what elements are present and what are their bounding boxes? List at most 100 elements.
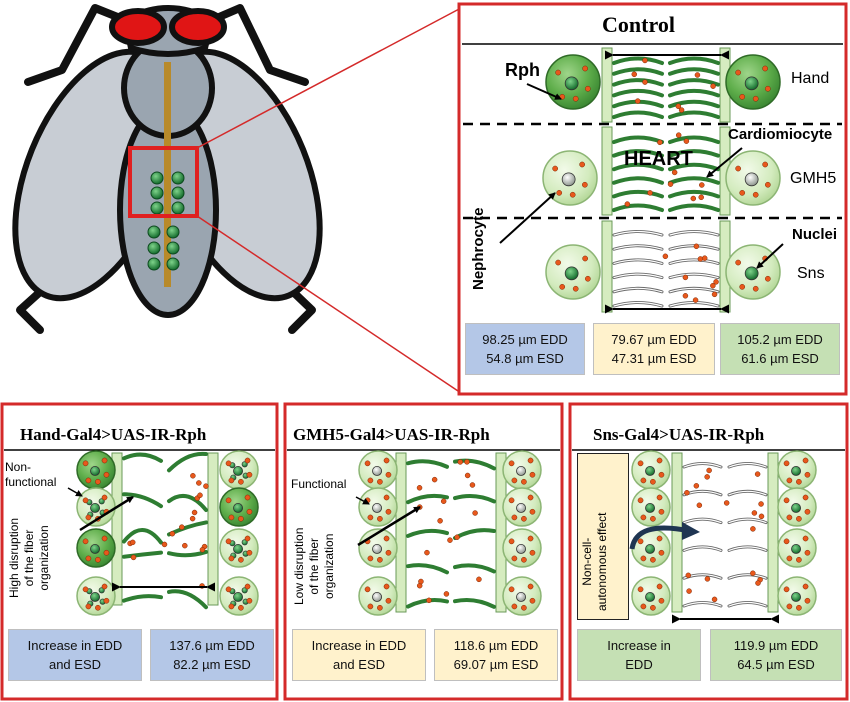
nucleus: [372, 591, 383, 602]
granule-dot: [244, 535, 251, 542]
nucleus: [233, 502, 244, 513]
muscle-fiber-highlight: [613, 230, 663, 236]
granule-dot: [569, 191, 576, 198]
sns-change-line1: Increase in: [607, 638, 671, 653]
granule-dot: [642, 79, 648, 85]
sns-effect-note: Non-cell- autonomous effect: [580, 512, 610, 611]
granule-dot: [225, 586, 232, 593]
muscle-fiber: [122, 492, 163, 509]
granule-dot: [472, 510, 478, 516]
sns-driver-label: Sns: [797, 265, 825, 282]
control-heart-tube: [600, 46, 731, 316]
granule-dot: [765, 275, 771, 282]
granule-dot: [383, 457, 390, 464]
muscle-fiber: [453, 563, 496, 574]
nephrocyte-label: Nephrocyte: [470, 207, 487, 290]
granule-dot: [752, 285, 759, 292]
granule-dot: [383, 583, 390, 590]
fly-heart-tube: [164, 62, 171, 287]
muscle-fiber-highlight: [613, 287, 663, 293]
control-nephrocytes: [542, 54, 781, 300]
sns-esd: 64.5 µm ESD: [737, 657, 815, 672]
granule-dot: [476, 576, 482, 583]
granule-dot: [723, 500, 730, 506]
granule-dot: [464, 459, 470, 465]
granule-dot: [658, 471, 665, 478]
granule-dot: [656, 583, 663, 590]
granule-dot: [656, 457, 663, 464]
granule-dot: [85, 477, 92, 484]
granule-dot: [735, 259, 742, 266]
granule-dot: [713, 279, 719, 285]
granule-dot: [377, 478, 383, 485]
granule-dot: [464, 472, 471, 479]
granule-dot: [671, 169, 678, 176]
muscle-fiber: [668, 135, 720, 144]
muscle-fiber: [668, 78, 720, 87]
granule-dot: [367, 514, 374, 521]
muscle-fiber: [612, 88, 664, 98]
granule-dot: [437, 518, 443, 524]
fly-nephrocytes: [147, 171, 185, 271]
granule-dot: [508, 586, 515, 593]
gmh5-edd: 118.6 µm EDD: [453, 638, 539, 653]
granule-dot: [739, 190, 746, 196]
granule-dot: [82, 538, 89, 545]
granule-dot: [385, 549, 392, 556]
granule-dot: [693, 483, 700, 489]
granule-dot: [572, 95, 579, 102]
granule-dot: [783, 497, 790, 504]
granule-dot: [385, 597, 392, 604]
hand-note: Non- functional: [5, 460, 56, 490]
muscle-fiber-highlight: [613, 259, 663, 264]
granule-dot: [786, 555, 793, 562]
muscle-fiber: [668, 88, 720, 98]
muscle-fiber: [167, 451, 208, 473]
muscle-fiber: [453, 494, 496, 504]
granule-dot: [246, 549, 253, 556]
granule-dot: [758, 513, 765, 520]
nucleus: [645, 591, 656, 602]
granule-dot: [555, 259, 562, 266]
muscle-fiber-highlight: [728, 601, 767, 607]
granule-dot: [699, 182, 705, 188]
granule-dot: [225, 538, 232, 545]
granule-dot: [101, 494, 108, 501]
granule-dot: [103, 597, 110, 604]
rph-label: Rph: [505, 60, 540, 80]
muscle-fiber: [612, 67, 664, 76]
granule-dot: [179, 524, 185, 530]
nucleus: [233, 591, 244, 602]
granule-dot: [693, 243, 700, 250]
muscle-fiber-highlight: [683, 601, 722, 607]
granule-dot: [203, 483, 209, 489]
gmh5-heart-tube: [395, 452, 507, 613]
granule-dot: [199, 546, 206, 553]
nucleus: [90, 465, 101, 476]
granule-dot: [735, 165, 742, 172]
granule-dot: [585, 275, 591, 282]
granule-dot: [182, 542, 188, 549]
heart-wall: [111, 452, 123, 606]
granule-dot: [658, 597, 665, 604]
cardiomyocyte-pointer: [706, 147, 743, 178]
granule-dot: [454, 534, 460, 540]
granule-dot: [750, 570, 756, 576]
muscle-fiber-highlight: [728, 518, 767, 524]
sns-effect-arrow: [629, 525, 691, 550]
granule-dot: [802, 583, 809, 590]
muscle-fiber: [668, 149, 720, 158]
sns-effect-line1: Non-cell-: [580, 537, 594, 586]
granule-dot: [704, 474, 710, 480]
control-hand-measure-box: 98.25 µm EDD 54.8 µm ESD: [465, 323, 585, 375]
muscle-fiber: [122, 550, 163, 559]
hand-edd: 137.6 µm EDD: [169, 638, 255, 653]
granule-dot: [796, 556, 802, 563]
granule-dot: [754, 471, 761, 477]
granule-dot: [572, 285, 579, 292]
zoom-line-top: [196, 7, 462, 149]
muscle-fiber: [167, 549, 208, 558]
nucleus: [645, 543, 656, 554]
fly-zoom-box: [128, 146, 199, 218]
granule-dot: [634, 98, 641, 104]
